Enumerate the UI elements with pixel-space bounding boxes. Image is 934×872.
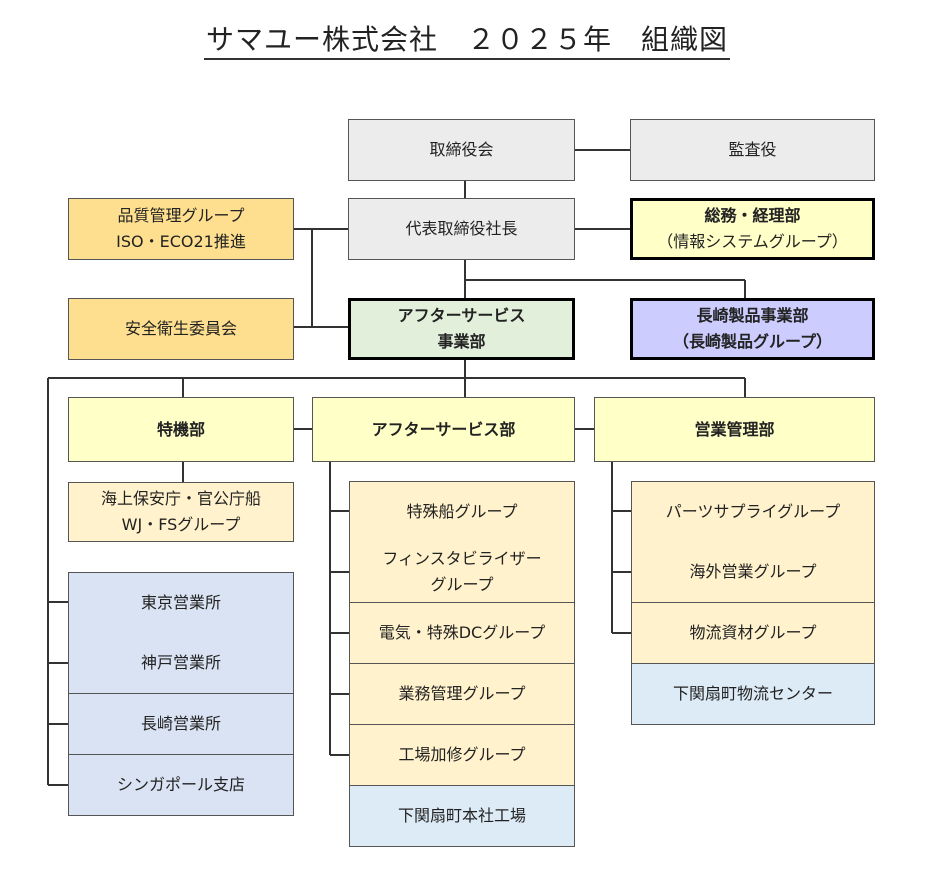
- president-box: 代表取締役社長: [348, 198, 575, 260]
- group-box: フィンスタビライザー グループ: [349, 542, 575, 603]
- group-box: 業務管理グループ: [349, 664, 575, 725]
- group-box: 工場加修グループ: [349, 725, 575, 786]
- sales-management-dept-box: 営業管理部: [594, 397, 875, 462]
- factory-box: 下関扇町本社工場: [349, 786, 575, 847]
- safety-committee-box: 安全衛生委員会: [68, 298, 294, 360]
- general-affairs-box: 総務・経理部（情報システムグループ）: [630, 198, 875, 260]
- office-box: シンガポール支店: [68, 755, 294, 816]
- page-title: サマユー株式会社 ２０２５年 組織図: [0, 22, 934, 60]
- nagasaki-division-box: 長崎製品事業部（長崎製品グループ）: [630, 298, 875, 360]
- group-box: 海外営業グループ: [631, 542, 875, 603]
- after-service-dept-box: アフターサービス部: [312, 397, 575, 462]
- office-box: 長崎営業所: [68, 694, 294, 755]
- after-service-division-box: アフターサービス事業部: [348, 298, 575, 360]
- logistics-center-box: 下関扇町物流センター: [631, 664, 875, 725]
- group-box: パーツサプライグループ: [631, 481, 875, 543]
- group-box: 特殊船グループ: [349, 481, 575, 543]
- office-box: 神戸営業所: [68, 633, 294, 694]
- special-equipment-dept-box: 特機部: [68, 397, 294, 462]
- group-box: 電気・特殊DCグループ: [349, 603, 575, 664]
- group-box: 物流資材グループ: [631, 603, 875, 664]
- office-box: 東京営業所: [68, 572, 294, 634]
- board-of-directors-box: 取締役会: [348, 119, 575, 181]
- auditor-box: 監査役: [630, 119, 875, 181]
